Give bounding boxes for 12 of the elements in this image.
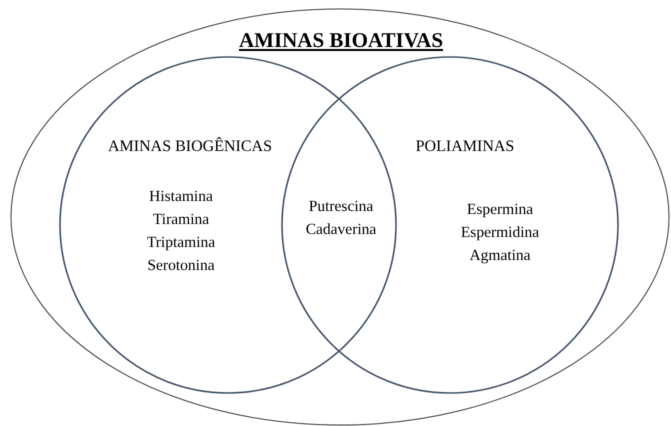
item-label: Serotonina: [147, 256, 215, 276]
item-label: Tiramina: [152, 210, 210, 230]
item-label: Cadaverina: [306, 220, 376, 240]
outer-set-heading: AMINAS BIOATIVAS: [238, 27, 444, 54]
item-label: Putrescina: [308, 197, 374, 217]
set-heading: POLIAMINAS: [414, 137, 516, 157]
item-label: Agmatina: [469, 246, 531, 266]
set-heading: AMINAS BIOGÊNICAS: [106, 136, 273, 157]
item-label: Espermina: [466, 200, 534, 220]
item-label: Triptamina: [146, 233, 216, 253]
item-label: Espermidina: [460, 223, 540, 243]
item-label: Histamina: [149, 187, 213, 207]
